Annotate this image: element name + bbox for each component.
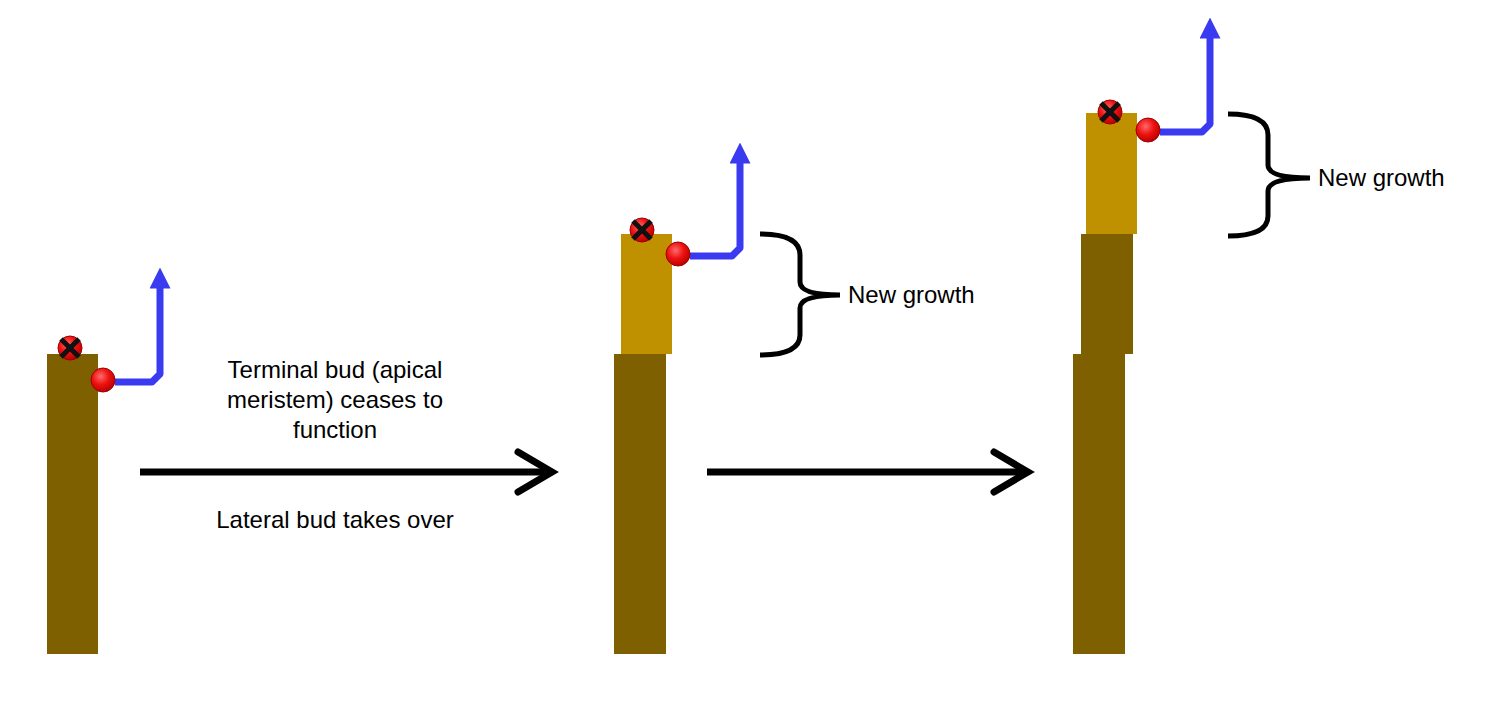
growth-direction-arrow [1160,28,1210,132]
new-growth-segment [621,234,672,354]
bracket [1228,114,1310,236]
process-note: Lateral bud takes over [150,505,520,535]
lateral-bud [666,242,690,266]
new-growth-segment [1086,113,1137,234]
process-arrow [140,469,548,476]
old-stem [47,354,98,654]
growth-direction-arrow [115,278,160,382]
terminal-bud [1098,100,1122,124]
lateral-bud [91,368,115,392]
inactive-mark [61,339,79,357]
process-arrowhead [518,452,552,492]
bracket-label: New growth [848,280,1068,310]
terminal-bud [630,218,654,242]
growth-direction-arrow [690,153,740,256]
process-note: Terminal bud (apical meristem) ceases to… [185,355,485,445]
inactive-mark [633,221,651,239]
terminal-bud [58,336,82,360]
bracket-label: New growth [1318,163,1494,193]
bracket [760,234,840,355]
inactive-mark [1101,103,1119,121]
lateral-bud [1136,118,1160,142]
inactive-mark [1101,103,1119,121]
old-stem [1073,354,1125,654]
old-stem [614,354,666,654]
inactive-mark [61,339,79,357]
process-arrow [707,469,1024,476]
process-arrowhead [994,452,1028,492]
inactive-mark [633,221,651,239]
older-segment [1081,234,1133,354]
